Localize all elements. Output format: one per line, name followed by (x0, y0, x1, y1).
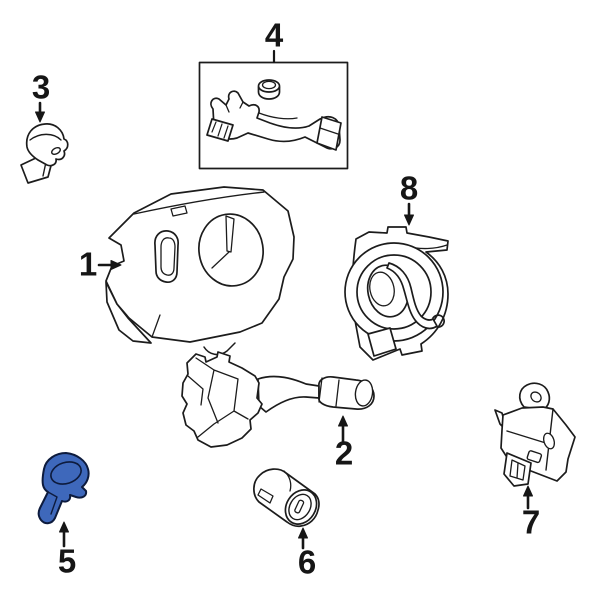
callout-arrow-5 (59, 521, 69, 548)
part-6-drawing[interactable] (253, 468, 323, 530)
callout-arrow-2 (338, 415, 348, 445)
callout-arrow-6 (298, 527, 308, 550)
callout-arrow-8 (404, 202, 414, 226)
part-2-drawing[interactable] (181, 351, 375, 448)
callout-arrow-1 (97, 260, 122, 270)
callout-label-5[interactable]: 5 (57, 542, 77, 580)
part-3-drawing[interactable] (20, 123, 69, 184)
callout-label-4[interactable]: 4 (264, 16, 284, 54)
callout-label-1[interactable]: 1 (78, 245, 98, 283)
callout-label-8[interactable]: 8 (399, 169, 419, 207)
part-1-drawing[interactable] (105, 186, 295, 356)
callout-label-2[interactable]: 2 (334, 434, 354, 472)
part-5-drawing[interactable] (37, 452, 90, 525)
callout-label-6[interactable]: 6 (297, 543, 317, 581)
part-7-drawing[interactable] (494, 382, 576, 487)
callout-arrow-3 (35, 101, 45, 123)
callout-label-7[interactable]: 7 (521, 503, 541, 541)
part-4-drawing[interactable] (198, 61, 349, 170)
part-8-drawing[interactable] (344, 226, 449, 361)
part-5-highlight-fill (37, 452, 90, 525)
callout-arrow-7 (523, 485, 533, 510)
callout-leaders (35, 49, 533, 550)
callout-label-3[interactable]: 3 (31, 68, 51, 106)
